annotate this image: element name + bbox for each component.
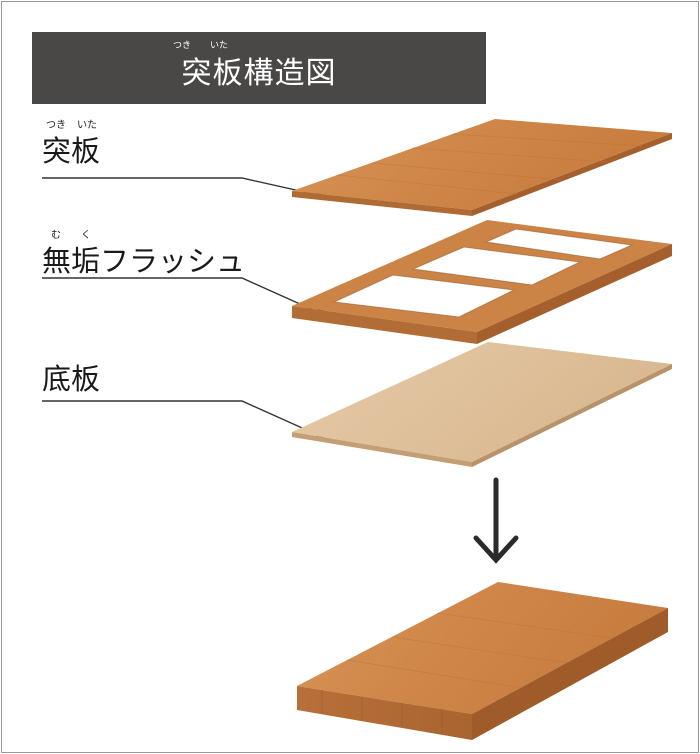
arrow-down-icon bbox=[473, 477, 519, 564]
label-muku-flush: む く 無垢フラッシュ bbox=[42, 230, 262, 282]
label-sokoita: 底板 bbox=[42, 362, 192, 402]
solid-flush-frame bbox=[292, 220, 672, 344]
veneer-board bbox=[292, 119, 672, 216]
leader-line-tsukiita bbox=[42, 177, 319, 196]
leader-line-sokoita bbox=[42, 400, 321, 437]
title-ruby-ita: いた bbox=[210, 41, 229, 51]
label-tsukiita-text: 突板 bbox=[42, 134, 101, 168]
leader-line-muku bbox=[42, 277, 321, 314]
label-sokoita-text: 底板 bbox=[42, 362, 101, 396]
label-muku-flush-text: 無垢フラッシュ bbox=[42, 244, 246, 278]
finished-panel bbox=[297, 582, 668, 740]
page-title: 突板構造図 bbox=[181, 56, 337, 91]
title-ruby-tsuki: つき bbox=[173, 41, 192, 51]
label-tsukiita: つき いた 突板 bbox=[42, 120, 192, 172]
title-ruby: つき いた bbox=[32, 40, 486, 52]
label-muku-ruby-1: む bbox=[51, 230, 61, 241]
label-tsukiita-ruby-2: いた bbox=[77, 120, 97, 131]
title-bar: つき いた 突板構造図 bbox=[32, 32, 486, 104]
bottom-board bbox=[292, 342, 672, 467]
label-tsukiita-ruby-1: つき bbox=[46, 120, 66, 131]
label-muku-ruby-2: く bbox=[81, 230, 91, 241]
